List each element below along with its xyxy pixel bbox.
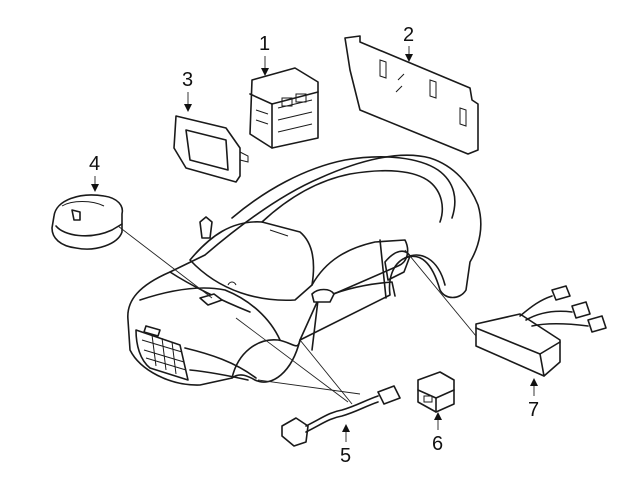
callout-4: 4 — [89, 153, 101, 175]
part-1-control-module — [249, 67, 319, 149]
callout-1: 1 — [259, 33, 271, 55]
part-5-harness — [281, 385, 401, 447]
callout-6: 6 — [432, 433, 444, 455]
part-2-bracket — [344, 35, 479, 155]
part-7-module — [475, 285, 607, 377]
part-4-sensor — [51, 194, 124, 250]
callout-7: 7 — [528, 399, 540, 421]
callout-3: 3 — [182, 69, 194, 91]
callout-5: 5 — [340, 445, 352, 467]
part-3-frame — [173, 115, 249, 183]
leader-lines — [117, 225, 477, 405]
callout-2: 2 — [403, 24, 415, 46]
callout-arrows — [91, 46, 538, 442]
part-6-switch — [417, 371, 455, 413]
car-body — [127, 154, 482, 386]
